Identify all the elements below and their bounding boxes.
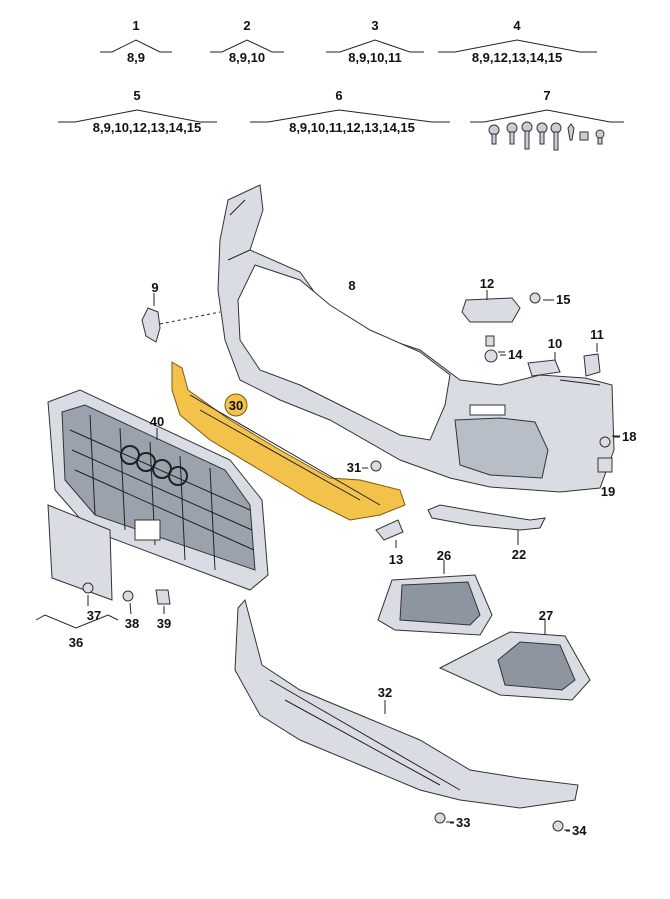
group-1-items: 8,9 <box>127 50 145 65</box>
group-2-number: 2 <box>243 18 250 33</box>
part-31-screw <box>362 460 382 472</box>
group-5-items: 8,9,10,12,13,14,15 <box>93 120 201 135</box>
group-6: 6 8,9,10,11,12,13,14,15 <box>250 88 450 135</box>
group-3-items: 8,9,10,11 <box>348 50 402 65</box>
callout-9: 9 <box>151 280 158 295</box>
part-12-bracket <box>461 290 521 353</box>
group-6-items: 8,9,10,11,12,13,14,15 <box>289 120 415 135</box>
part-33-screw <box>434 812 454 824</box>
bracket-9 <box>141 293 221 343</box>
grille-40 <box>47 389 269 591</box>
group-7-number: 7 <box>543 88 550 103</box>
callout-18: 18 <box>622 429 636 444</box>
license-plate-bracket <box>35 504 119 629</box>
callout-12: 12 <box>480 276 494 291</box>
callout-14: 14 <box>508 347 523 362</box>
group-5-number: 5 <box>133 88 140 103</box>
fog-grille-27 <box>438 620 591 701</box>
callout-11: 11 <box>590 327 604 342</box>
callout-40: 40 <box>150 414 164 429</box>
callout-33: 33 <box>456 815 470 830</box>
group-4-items: 8,9,12,13,14,15 <box>472 50 562 65</box>
part-34-screw <box>552 820 570 832</box>
callout-8: 8 <box>348 278 355 293</box>
callout-10: 10 <box>548 336 562 351</box>
group-4-number: 4 <box>513 18 521 33</box>
callout-26: 26 <box>437 548 451 563</box>
group-6-number: 6 <box>335 88 342 103</box>
group-4: 4 8,9,12,13,14,15 <box>438 18 597 65</box>
callout-37: 37 <box>87 608 101 623</box>
carrier-30-highlighted <box>171 361 406 521</box>
callout-13: 13 <box>389 552 403 567</box>
part-18-screw <box>599 435 620 448</box>
callout-27: 27 <box>539 608 553 623</box>
callout-38: 38 <box>125 616 139 631</box>
group-3-number: 3 <box>371 18 378 33</box>
part-19-clip <box>597 457 613 473</box>
group-5: 5 8,9,10,12,13,14,15 <box>58 88 217 135</box>
part-11-holder <box>583 343 601 377</box>
group-7-fastener-icons <box>488 121 605 151</box>
bumper-cover <box>217 184 615 493</box>
group-7: 7 <box>470 88 624 151</box>
callout-31: 31 <box>347 460 361 475</box>
part-15-screw <box>529 292 552 304</box>
callout-32: 32 <box>378 685 392 700</box>
part-14-clip <box>484 349 498 363</box>
callout-15: 15 <box>556 292 570 307</box>
group-1: 1 8,9 <box>100 18 172 65</box>
group-2: 2 8,9,10 <box>210 18 284 65</box>
part-10-cap <box>527 352 561 377</box>
part-13-cap <box>375 519 404 548</box>
group-3: 3 8,9,10,11 <box>326 18 424 65</box>
callout-36: 36 <box>69 635 83 650</box>
part-39-clip <box>155 589 171 614</box>
part-38-screw <box>122 590 134 615</box>
part-22-trim <box>427 504 546 545</box>
callout-30: 30 <box>229 398 243 413</box>
fog-grille-26 <box>377 560 493 636</box>
callout-34: 34 <box>572 823 587 838</box>
group-1-number: 1 <box>132 18 139 33</box>
callout-19: 19 <box>601 484 615 499</box>
callout-39: 39 <box>157 616 171 631</box>
lower-spoiler-32 <box>234 598 579 809</box>
callout-22: 22 <box>512 547 526 562</box>
part-37-nut <box>82 582 94 606</box>
group-2-items: 8,9,10 <box>229 50 265 65</box>
